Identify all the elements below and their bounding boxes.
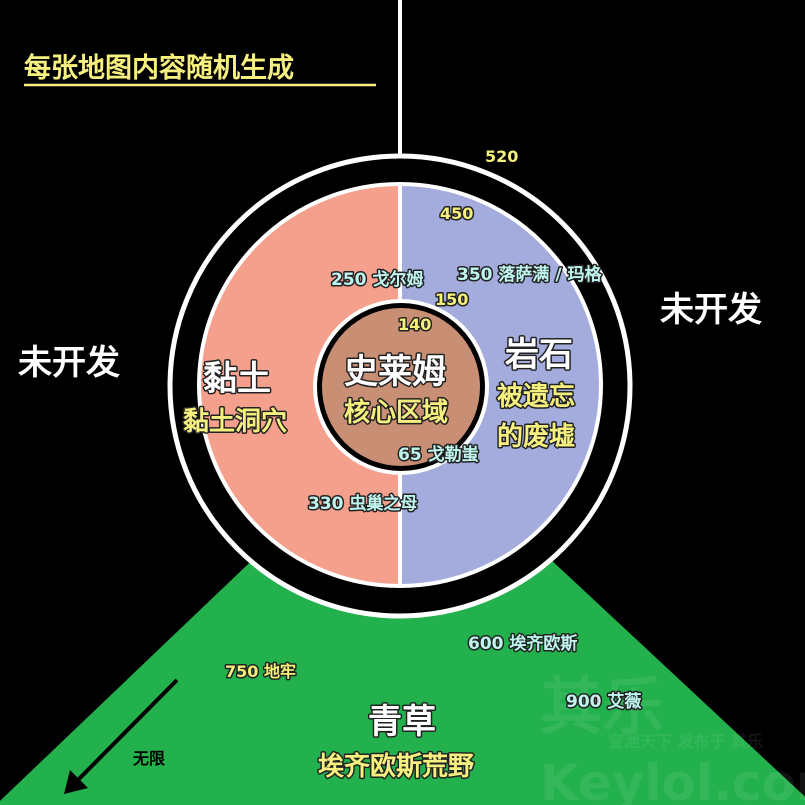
distance-140: 140 bbox=[398, 315, 431, 334]
core-name: 史莱姆 bbox=[344, 352, 446, 392]
watermark-logo: 其乐 bbox=[540, 670, 664, 743]
boss-label: 600 埃齐欧斯 bbox=[468, 633, 577, 654]
boss-label: 65 戈勒蚩 bbox=[398, 444, 479, 465]
rock-region bbox=[400, 184, 601, 586]
core-area: 核心区域 bbox=[344, 397, 448, 428]
boss-label: 350 落萨满 / 玛格 bbox=[457, 264, 602, 285]
clay-name: 黏土 bbox=[203, 359, 271, 399]
clay-region bbox=[199, 184, 400, 586]
rock-area-line1: 被遗忘 bbox=[497, 381, 575, 412]
infinite-label: 无限 bbox=[132, 749, 166, 768]
distance-150: 150 bbox=[435, 290, 468, 309]
left-undeveloped-label: 未开发 bbox=[18, 343, 120, 383]
right-undeveloped-label: 未开发 bbox=[660, 290, 762, 330]
page-title: 每张地图内容随机生成 bbox=[24, 52, 294, 84]
boss-label: 250 戈尔姆 bbox=[331, 269, 423, 290]
boss-label: 900 艾薇 bbox=[566, 691, 641, 712]
infinite-arrow-icon bbox=[64, 678, 179, 794]
watermark-slogan: 宣泄天下 发布于 其乐 bbox=[608, 732, 763, 751]
rock-area-line2: 的废墟 bbox=[497, 421, 575, 452]
distance-450: 450 bbox=[440, 204, 473, 223]
boss-label: 330 虫巢之母 bbox=[308, 493, 417, 514]
grass-name: 青草 bbox=[368, 702, 436, 742]
boss-label: 750 地牢 bbox=[225, 662, 296, 681]
watermark: 其乐 宣泄天下 发布于 其乐 Keylol.com bbox=[540, 670, 805, 805]
core-region bbox=[322, 308, 480, 466]
watermark-site: Keylol.com bbox=[540, 754, 805, 805]
grass-area: 埃齐欧斯荒野 bbox=[318, 751, 474, 782]
clay-area: 黏土洞穴 bbox=[183, 407, 287, 437]
distance-520: 520 bbox=[485, 147, 518, 166]
rock-name: 岩石 bbox=[504, 335, 573, 375]
